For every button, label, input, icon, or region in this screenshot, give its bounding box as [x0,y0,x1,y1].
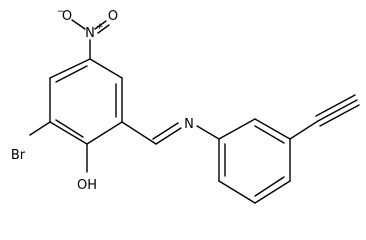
nitro-oxygen-left-label: O [62,9,72,24]
nitro-oxygen-top-label: O [108,9,118,24]
nitro-group: N + O O − [57,7,118,60]
ring-bond [218,180,256,204]
ethynyl-group [289,94,360,140]
nitro-positive-charge: + [96,22,104,32]
ring-double-bond [55,119,84,138]
n-o-bond [71,19,86,30]
bromine-label: Br [11,148,26,163]
ring-bond [254,180,291,204]
n-o-double-bond [94,20,107,30]
ring-bond [49,58,91,79]
hydroxyl-group: OH [77,143,97,193]
c-ch-bond [121,121,157,145]
ring-double-bond [254,176,285,197]
ring-bond [49,121,88,145]
bromine-substituent: Br [11,121,51,163]
hydroxyl-label: OH [77,178,97,193]
ring-bond [86,121,123,145]
triple-bond-upper [315,94,356,117]
c-c-bond [289,120,319,140]
imine-nitrogen-label: N [184,117,194,132]
ring-bond [254,118,291,140]
imine-linker: N [121,117,220,145]
ch-n-double-bond [155,127,182,145]
phenol-ring [49,58,123,145]
ring-double-bond [254,125,285,144]
aniline-ring [218,118,291,204]
c-br-bond [29,121,51,136]
n-o-double-bond [97,24,110,34]
ring-bond [89,58,123,79]
ring-double-bond [55,65,88,83]
ch-n-double-bond [152,122,179,140]
triple-bond-center [317,99,358,122]
triple-bond-lower [319,104,360,127]
nitro-nitrogen-label: N [85,26,95,41]
ring-bond [218,118,256,140]
nitro-negative-charge: − [57,7,65,17]
n-c-bond [196,125,220,140]
chemical-structure-diagram: N + O O − Br OH N [11,7,360,204]
